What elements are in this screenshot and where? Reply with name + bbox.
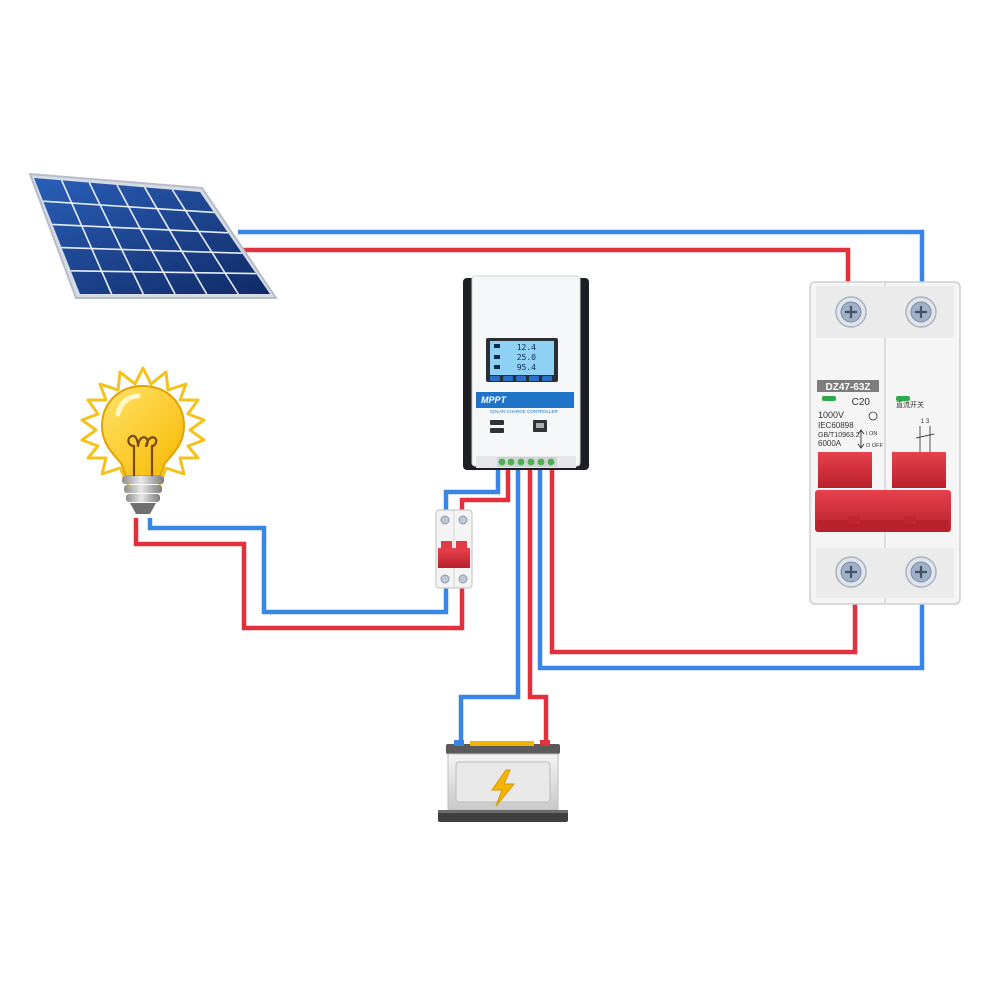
panel-cell-divider [88,182,145,295]
usb-port-icon[interactable] [490,420,504,425]
terminal-icon[interactable] [507,458,515,466]
wire-battery-positive [527,470,549,744]
wire-bulb-negative [147,518,449,615]
wire-load-positive [459,470,511,514]
lightning-bolt-icon [491,769,516,807]
breaker-cn-label: 直流开关 [896,400,924,409]
status-indicator-icon [896,396,910,401]
light-bulb-icon [80,366,206,514]
panel-cell-divider [116,184,176,295]
certification-mark [868,411,878,421]
wire-bulb-positive [133,518,465,631]
lcd-line-3: 95.4 [517,363,536,372]
breaker-capacity: 6000A [818,439,842,448]
screw-icon [835,296,867,328]
wires [133,229,925,744]
panel-cell-divider [60,180,113,295]
screw-icon [458,574,468,584]
lcd-line-2: 25.0 [517,353,536,362]
terminal-icon[interactable] [517,458,525,466]
panel-cell-divider [70,270,257,275]
terminal-icon[interactable] [527,458,535,466]
panel-cell-divider [143,186,208,295]
wire-breaker-to-controller-negative [537,470,925,671]
controller-button[interactable] [490,376,500,381]
model-plate [817,380,879,392]
terminal-icon[interactable] [547,458,555,466]
panel-cell-divider [43,200,215,214]
screw-icon [835,556,867,588]
panel-cell-divider [171,189,240,295]
breaker-off-label: O OFF [866,443,883,449]
brand-band [476,392,574,408]
breaker-model: DZ47-63Z [825,382,870,393]
lcd-line-1: 12.4 [517,343,536,352]
solar-panel-grid [43,180,257,295]
screw-terminals [497,457,557,467]
breaker-toggle[interactable] [815,452,951,532]
screw-icon [440,574,450,584]
bulb-highlight [115,393,141,417]
panel-cell-divider [52,223,229,234]
battery-icon [438,740,568,822]
load-breaker [435,509,473,589]
solar-panel [28,172,278,299]
breaker-rating: C20 [852,397,871,408]
usb-port-icon[interactable] [490,428,504,433]
circuit-symbol-icon [915,426,935,452]
controller-button[interactable] [529,376,539,381]
breaker-on-label: I ON [866,431,877,437]
wire-battery-negative [458,470,521,744]
breaker-voltage: 1000V [818,410,844,420]
wire-panel-positive [238,247,851,284]
charge-controller: 12.4 25.0 95.4 MPPT SOLAR CHARGE CONTROL… [463,275,589,470]
bulb-filament [127,434,158,476]
controller-button[interactable] [516,376,526,381]
brand-label: MPPT [481,395,508,405]
controller-button[interactable] [542,376,552,381]
terminal-icon[interactable] [498,458,506,466]
wire-load-negative [443,470,501,514]
panel-cell-divider [61,246,243,254]
status-indicator-icon [822,396,836,401]
wire-panel-negative [238,229,925,284]
screw-icon [440,515,450,525]
breaker-standard-2: GB/T10963.2 [818,432,860,439]
wire-breaker-to-controller-positive [549,470,858,655]
breaker-pole-marks: 1 3 [921,419,930,425]
controller-button[interactable] [503,376,513,381]
screw-icon [905,556,937,588]
controller-buttons [490,376,552,381]
brand-subtitle: SOLAR CHARGE CONTROLLER [490,409,559,414]
arrow-icon [857,429,865,449]
dc-breaker: DZ47-63Z C20 直流开关 1000V IEC60898 GB/T109… [809,281,961,605]
screw-icon [458,515,468,525]
terminal-icon[interactable] [537,458,545,466]
breaker-standard-1: IEC60898 [818,421,854,430]
screw-icon [905,296,937,328]
